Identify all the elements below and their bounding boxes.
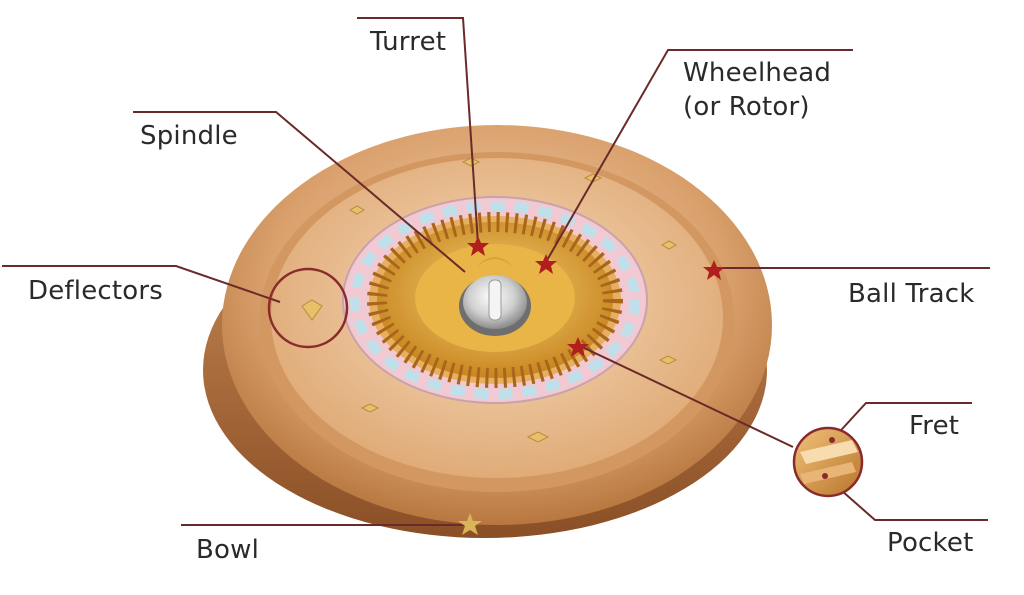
label-wheelhead-line1: Wheelhead (683, 58, 832, 88)
label-ball-track: Ball Track (848, 279, 975, 309)
ball-track-marker-star (703, 260, 725, 280)
deflector-diamonds (301, 157, 678, 443)
label-turret: Turret (370, 27, 447, 57)
marker-stars (467, 236, 725, 357)
fret-marker-star (567, 337, 589, 357)
label-wheelhead-line2: (or Rotor) (683, 91, 810, 122)
bowl-marker-star (458, 513, 482, 535)
turret-marker-star (467, 236, 489, 256)
label-wheelhead: Wheelhead (or Rotor) (683, 57, 831, 125)
label-deflectors: Deflectors (28, 276, 164, 306)
wheelhead-marker-star (535, 254, 557, 274)
label-fret: Fret (909, 411, 960, 441)
fret-pocket-zoom-circle (792, 426, 864, 498)
label-pocket: Pocket (887, 528, 974, 558)
label-spindle: Spindle (140, 121, 238, 151)
spindle-turret (459, 257, 531, 336)
leader-lines (2, 17, 990, 526)
label-bowl: Bowl (196, 535, 260, 565)
deflector-highlight-circle (267, 267, 349, 349)
